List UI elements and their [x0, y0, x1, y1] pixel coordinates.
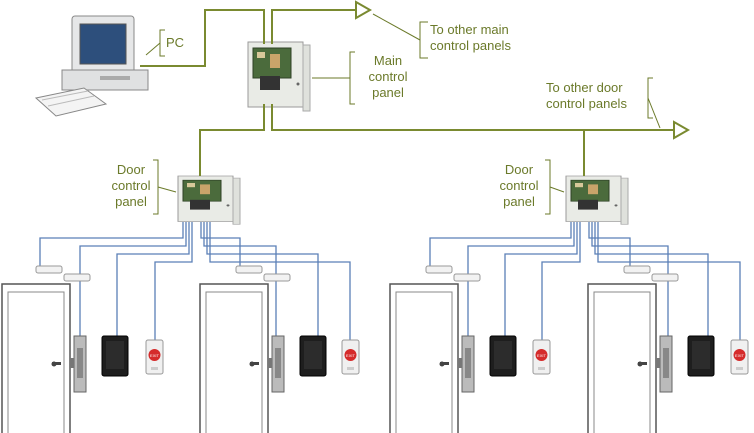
card-reader-4: [687, 335, 715, 377]
main-control-panel-label-line3: panel: [372, 85, 404, 100]
card-reader-2: [299, 335, 327, 377]
main-control-panel-label: Main control panel: [356, 53, 420, 101]
other-door-panels-label-line2: control panels: [546, 96, 627, 111]
door-contact-2: [235, 265, 291, 282]
main-control-panel-label-line1: Main: [373, 53, 403, 68]
door-control-panel-right-label-line2: control: [499, 178, 539, 193]
pc-computer-icon: [34, 15, 149, 117]
door-wiring-left: [39, 222, 351, 340]
electric-strike-3: [457, 335, 475, 393]
other-main-panels-label: To other main control panels: [430, 22, 511, 54]
electric-strike-2: [267, 335, 285, 393]
door-3: [389, 283, 459, 433]
main-control-panel-device: [247, 41, 311, 112]
pc-label: PC: [166, 35, 185, 50]
other-main-panels-label-line1: To other main: [430, 22, 509, 37]
door-control-panel-right-label-line1: Door: [504, 162, 534, 177]
exit-button-label-2: EXIT: [346, 353, 355, 358]
other-door-panels-label-line1: To other door: [546, 80, 623, 95]
exit-button-label-4: EXIT: [735, 353, 744, 358]
door-contact-3: [425, 265, 481, 282]
main-control-panel-label-line2: control: [368, 69, 408, 84]
exit-button-label-1: EXIT: [150, 353, 159, 358]
door-control-panel-left-label: Door control panel: [106, 162, 156, 210]
electric-strike-4: [655, 335, 673, 393]
door-control-panel-left-label-line1: Door: [116, 162, 146, 177]
door-control-panel-left-label-line3: panel: [115, 194, 147, 209]
card-reader-3: [489, 335, 517, 377]
exit-button-label-3: EXIT: [537, 353, 546, 358]
door-control-panel-right-label: Door control panel: [494, 162, 544, 210]
other-main-panels-label-line2: control panels: [430, 38, 511, 53]
main-wiring: [140, 0, 691, 176]
door-1: [1, 283, 71, 433]
door-4: [587, 283, 657, 433]
door-2: [199, 283, 269, 433]
door-control-panel-right-device: [565, 175, 629, 225]
electric-strike-1: [69, 335, 87, 393]
card-reader-1: [101, 335, 129, 377]
door-contact-1: [35, 265, 91, 282]
door-control-panel-left-label-line2: control: [111, 178, 151, 193]
other-door-panels-label: To other door control panels: [546, 80, 627, 112]
door-contact-4: [623, 265, 679, 282]
door-control-panel-left-device: [177, 175, 241, 225]
door-wiring-right: [429, 222, 741, 340]
door-control-panel-right-label-line3: panel: [503, 194, 535, 209]
label-leaders: [145, 13, 661, 215]
